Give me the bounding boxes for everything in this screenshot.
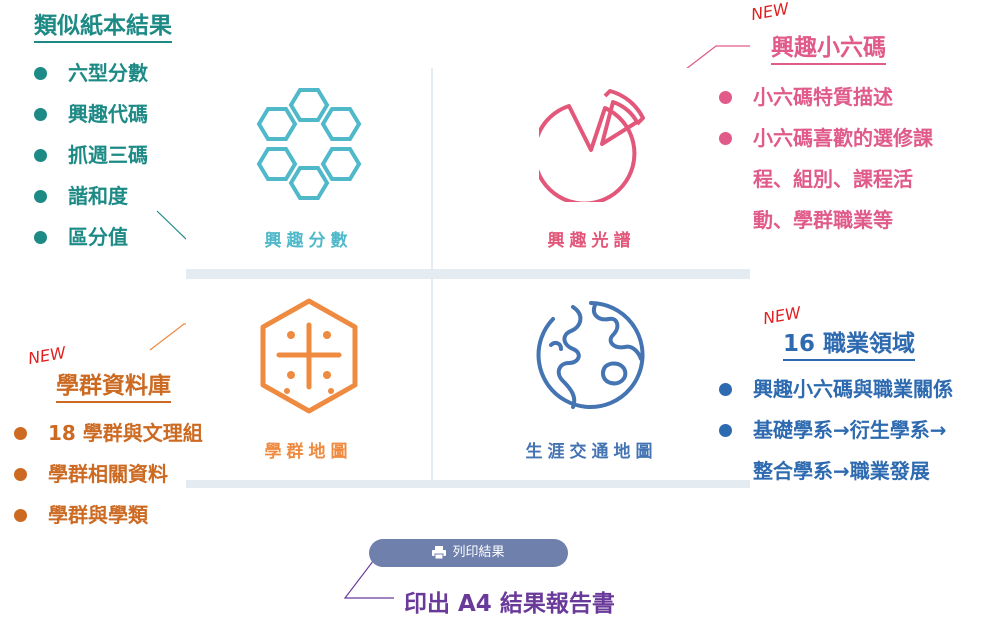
tile-group-map[interactable]: 學群地圖	[186, 279, 431, 480]
right-top-annotation: 興趣小六碼 小六碼特質描述 小六碼喜歡的選修課 程、組別、課程活 動、學群職業等	[719, 28, 933, 241]
printer-icon	[432, 546, 447, 560]
annotation-heading: 興趣小六碼	[771, 28, 886, 65]
list-item: 基礎學系→衍生學系→	[719, 410, 953, 451]
print-button[interactable]: 列印結果	[369, 539, 568, 567]
tile-interest-score[interactable]: 興趣分數	[186, 68, 431, 269]
result-grid: 興趣分數 興趣光譜 學群地圖	[186, 68, 750, 488]
list-continuation: 動、學群職業等	[753, 208, 893, 232]
list-item: 興趣代碼	[34, 94, 172, 135]
annotation-list: 六型分數 興趣代碼 抓週三碼 諧和度 區分值	[34, 53, 172, 258]
annotation-heading: 16 職業領域	[783, 324, 916, 361]
print-button-label: 列印結果	[452, 545, 505, 560]
hexagon-ring-icon	[256, 88, 362, 200]
tile-label: 興趣光譜	[547, 231, 636, 251]
list-item: 區分值	[34, 217, 172, 258]
list-item: 小六碼喜歡的選修課	[719, 118, 933, 159]
list-item: 小六碼特質描述	[719, 77, 933, 118]
list-item: 興趣小六碼與職業關係	[719, 369, 953, 410]
annotation-list: 小六碼特質描述 小六碼喜歡的選修課	[719, 77, 933, 159]
print-caption: 印出 A4 結果報告書	[404, 591, 615, 617]
right-bottom-annotation: 16 職業領域 興趣小六碼與職業關係 基礎學系→衍生學系→ 整合學系→職業發展	[719, 324, 953, 492]
annotation-list: 興趣小六碼與職業關係 基礎學系→衍生學系→	[719, 369, 953, 451]
hexagon-map-icon	[260, 298, 358, 414]
tile-career-map[interactable]: 生涯交通地圖	[433, 279, 750, 480]
pie-chart-icon	[539, 89, 645, 202]
annotation-heading: 學群資料庫	[56, 366, 171, 403]
list-continuation: 整合學系→職業發展	[753, 459, 930, 483]
globe-icon	[536, 301, 645, 409]
list-item: 諧和度	[34, 176, 172, 217]
annotation-list: 18 學群與文理組 學群相關資料 學群與學類	[14, 413, 203, 536]
list-item: 學群相關資料	[14, 454, 203, 495]
new-badge: NEW	[749, 0, 791, 25]
list-continuation: 程、組別、課程活	[753, 167, 913, 191]
tile-label: 生涯交通地圖	[525, 442, 658, 462]
tile-label: 學群地圖	[264, 442, 353, 462]
new-badge: NEW	[26, 342, 68, 369]
list-item: 18 學群與文理組	[14, 413, 203, 454]
list-item: 抓週三碼	[34, 135, 172, 176]
left-top-annotation: 類似紙本結果 六型分數 興趣代碼 抓週三碼 諧和度 區分值	[34, 6, 172, 258]
left-bottom-annotation: 學群資料庫 18 學群與文理組 學群相關資料 學群與學類	[14, 366, 203, 536]
tile-interest-spectrum[interactable]: 興趣光譜	[433, 68, 750, 269]
tile-label: 興趣分數	[264, 231, 353, 251]
list-item: 學群與學類	[14, 495, 203, 536]
annotation-heading: 類似紙本結果	[34, 6, 172, 43]
list-item: 六型分數	[34, 53, 172, 94]
